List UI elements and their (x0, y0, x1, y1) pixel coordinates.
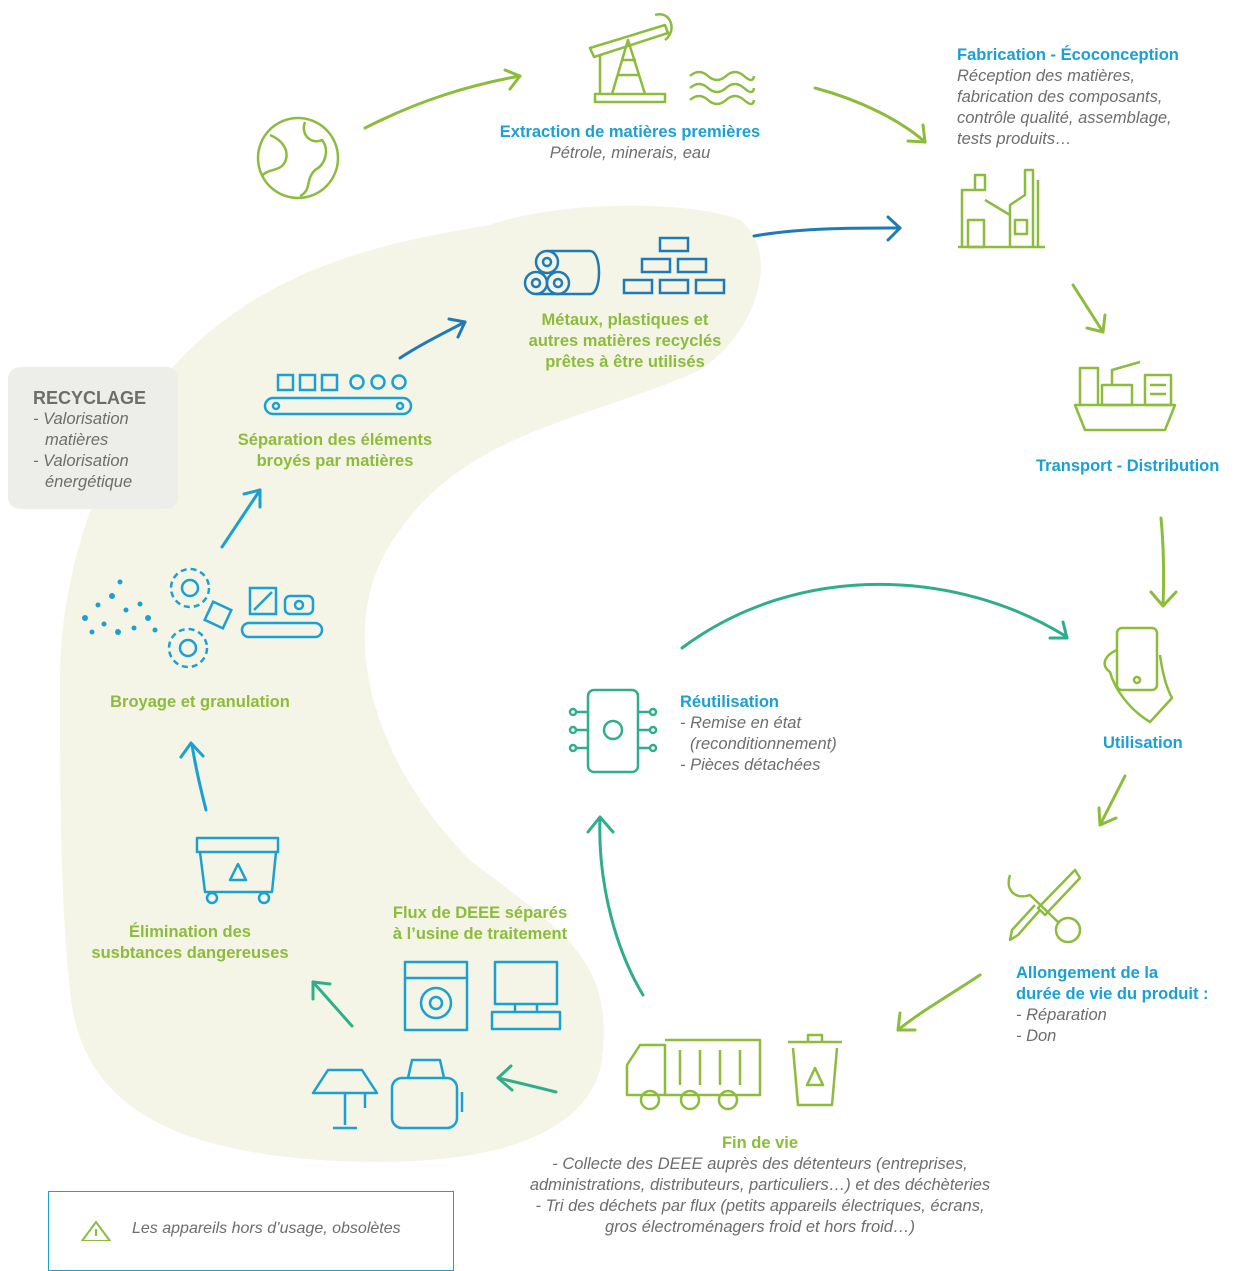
garbage-truck-icon (625, 1038, 762, 1111)
arrow-elimination-to-broyage (190, 743, 208, 812)
circuit-phone-icon (568, 688, 658, 774)
metaux-title-line: Métaux, plastiques et (541, 311, 709, 329)
fabrication-line: fabrication des composants, (957, 88, 1163, 106)
arrow-utilisation-to-allongement (1098, 774, 1127, 827)
arrow-metaux-to-factory (752, 226, 902, 238)
oil-pump-icon (588, 12, 673, 104)
reutilisation-line: - Pièces détachées (680, 756, 821, 774)
recyclage-line: - Valorisation (33, 410, 129, 428)
washing-machine-icon (403, 960, 469, 1032)
reutilisation-title: Réutilisation (680, 693, 780, 711)
fabrication-title: Fabrication - Écoconception (957, 46, 1179, 64)
metaux-title-line: prêtes à être utilisés (545, 353, 705, 371)
separation-title-line: Séparation des éléments (237, 431, 433, 449)
elimination-title-line: Élimination des (129, 923, 251, 941)
arrow-findevie-to-flux (496, 1076, 558, 1094)
arrow-flux-to-elimination (311, 980, 354, 1028)
allongement-title-line: durée de vie du produit : (1016, 985, 1209, 1003)
flux-title-line: à l’usine de traitement (392, 925, 568, 943)
extraction-block: Extraction de matières premières Pétrole… (470, 122, 790, 164)
fin-de-vie-line: - Tri des déchets par flux (petits appar… (535, 1197, 985, 1215)
extraction-detail: Pétrole, minerais, eau (549, 144, 711, 162)
arrow-transport-to-utilisation (1159, 516, 1166, 607)
fin-de-vie-block: Fin de vie - Collecte des DEEE auprès de… (480, 1133, 1040, 1238)
recyclage-line: - Valorisation (33, 452, 129, 470)
granules-icon (82, 579, 158, 635)
broyage-title: Broyage et granulation (110, 693, 290, 711)
factory-icon (958, 168, 1045, 249)
cargo-ship-icon (1073, 360, 1177, 432)
arrow-factory-to-transport (1071, 283, 1105, 334)
flux-title-line: Flux de DEEE séparés (392, 904, 568, 922)
fin-de-vie-line: gros électroménagers froid et hors froid… (605, 1218, 915, 1236)
toaster-icon (390, 1058, 464, 1130)
conveyor-icon (240, 373, 413, 639)
water-waves-icon (689, 70, 756, 106)
separation-title-line: broyés par matières (256, 452, 414, 470)
tv-monitor-icon (490, 960, 562, 1031)
globe-icon (256, 116, 340, 200)
arrow-globe-to-extraction (363, 74, 522, 130)
arrow-broyage-to-separation (220, 488, 262, 549)
allongement-item: - Réparation (1016, 1006, 1107, 1024)
recyclage-line: énergétique (45, 473, 133, 491)
fin-de-vie-line: - Collecte des DEEE auprès des détenteur… (552, 1155, 968, 1173)
warning-text: Les appareils hors d’usage, obsolètes (132, 1220, 401, 1237)
gears-icon (167, 567, 233, 669)
fin-de-vie-line: administrations, distributeurs, particul… (529, 1176, 991, 1194)
fin-de-vie-title: Fin de vie (721, 1134, 799, 1152)
warning-icon (80, 1220, 112, 1241)
arrow-reutilisation-to-utilisation (680, 582, 1069, 650)
reutilisation-block: Réutilisation - Remise en état (recondit… (680, 692, 900, 776)
extraction-title: Extraction de matières premières (499, 123, 761, 141)
arrow-extraction-to-fabrication (813, 86, 927, 144)
separation-block: Séparation des éléments broyés par matiè… (215, 430, 455, 472)
recycle-bin-icon (788, 1033, 842, 1107)
arrow-separation-to-metaux (398, 320, 467, 360)
metaux-title-line: autres matières recyclés (528, 332, 722, 350)
material-rolls-icon (523, 249, 601, 296)
arrow-allongement-to-findevie (896, 973, 982, 1032)
recyclage-title: RECYCLAGE (33, 388, 147, 408)
transport-title: Transport - Distribution (1036, 457, 1220, 475)
arrow-findevie-to-reutilisation (598, 816, 645, 997)
utilisation-title: Utilisation (1103, 734, 1183, 752)
reutilisation-line: - Remise en état (680, 714, 802, 732)
recycling-zone-background (60, 205, 761, 1162)
wrench-screwdriver-icon (1007, 868, 1082, 944)
metaux-block: Métaux, plastiques et autres matières re… (505, 310, 745, 373)
flux-block: Flux de DEEE séparés à l’usine de traite… (370, 903, 590, 945)
allongement-block: Allongement de la durée de vie du produi… (1016, 963, 1236, 1047)
elimination-block: Élimination des susbtances dangereuses (70, 922, 310, 964)
elimination-title-line: susbtances dangereuses (91, 944, 289, 962)
lifecycle-diagram (8, 12, 1178, 1241)
fabrication-line: contrôle qualité, assemblage, (957, 109, 1172, 127)
reutilisation-line: (reconditionnement) (690, 735, 837, 753)
fabrication-block: Fabrication - Écoconception Réception de… (957, 45, 1237, 150)
recyclage-line: matières (45, 431, 109, 449)
allongement-title-line: Allongement de la (1016, 964, 1159, 982)
fabrication-line: Réception des matières, (957, 67, 1135, 85)
recyclage-block: RECYCLAGE - Valorisation matières - Valo… (33, 388, 183, 493)
allongement-item: - Don (1016, 1027, 1057, 1045)
hazard-dumpster-icon (195, 836, 280, 905)
smartphone-hand-icon (1103, 626, 1174, 724)
recyclage-panel (8, 367, 178, 509)
lamp-icon (311, 1068, 379, 1130)
bricks-icon (622, 236, 726, 295)
fabrication-line: tests produits… (957, 130, 1072, 148)
